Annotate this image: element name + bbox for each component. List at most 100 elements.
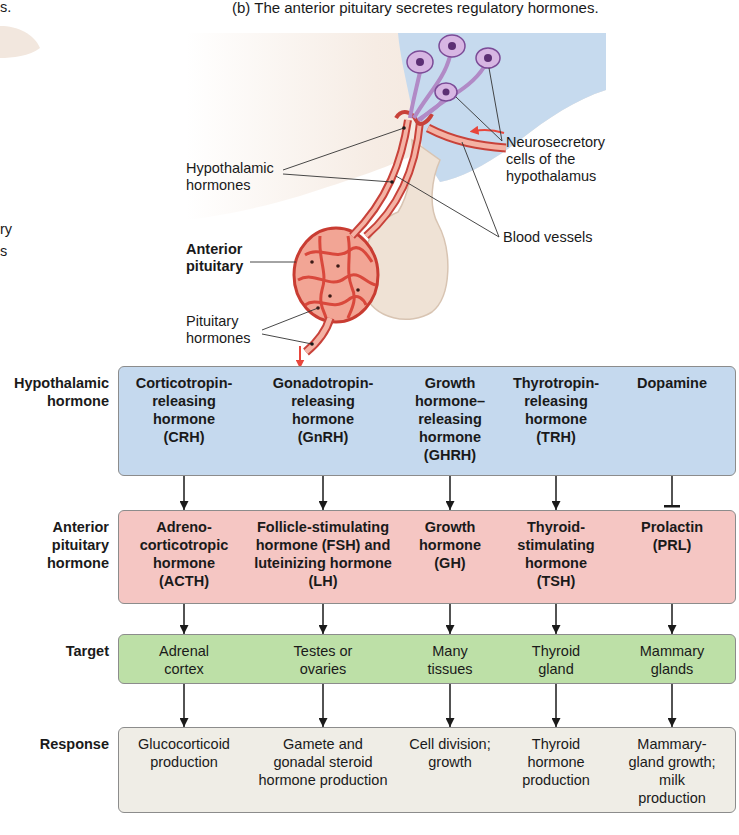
hormone-dot [356, 288, 360, 292]
cell-text: Mammary glands [631, 642, 713, 678]
cell-text: Growth hormone– releasing hormone (GHRH) [411, 374, 489, 464]
neuron-body [435, 83, 457, 101]
leader-line [396, 176, 499, 237]
cell-text: Thyrotropin- releasing hormone (TRH) [509, 374, 603, 446]
cell-text: Prolactin (PRL) [630, 518, 714, 554]
hormone-cell: Corticotropin- releasing hormone (CRH) [134, 366, 235, 476]
leader-line [262, 334, 312, 344]
callout-label: Anterior pituitary [186, 241, 258, 275]
row-heading-text: Target [4, 642, 109, 660]
hormone-dot [310, 342, 314, 346]
row-band: Hypothalamic hormoneCorticotropin- relea… [118, 366, 736, 476]
callout-label: Blood vessels [503, 229, 592, 246]
blood-flow-arrow [299, 346, 301, 364]
leader-line [250, 262, 296, 263]
capillary [298, 275, 376, 285]
cell-text: Gonadotropin- releasing hormone (GnRH) [267, 374, 380, 446]
anterior-pituitary-gland [294, 228, 378, 322]
neuron-nucleus [484, 54, 492, 62]
callout-label: Pituitary hormones [186, 313, 264, 347]
capillary [320, 236, 326, 318]
capillary [305, 248, 372, 262]
neuron-body [476, 48, 500, 68]
leader-line [283, 128, 404, 170]
arrow-connector [183, 684, 185, 727]
hormone-cell: Thyroid gland [520, 634, 592, 684]
row-heading: Anterior pituitary hormone [4, 518, 109, 572]
hormone-cell: Dopamine [617, 366, 727, 476]
cell-text: Adreno- corticotropic hormone (ACTH) [135, 518, 233, 590]
callout-label: Hypothalamic hormones [186, 160, 281, 194]
axon [418, 101, 442, 120]
figure-title: (b) The anterior pituitary secretes regu… [232, 0, 599, 16]
arrow-connector [555, 604, 557, 634]
arrow-connector [671, 604, 673, 634]
neuron-body [439, 35, 465, 57]
arrow-connector [183, 476, 185, 510]
cell-text: Adrenal cortex [144, 642, 224, 678]
leader-line [462, 142, 499, 237]
row-band: Anterior pituitary hormoneAdreno- cortic… [118, 510, 736, 604]
neuron-nucleus [443, 89, 450, 96]
brain-tissue [186, 33, 606, 220]
cell-text: Growth hormone (GH) [411, 518, 489, 572]
cell-text: Follicle-stimulating hormone (FSH) and l… [253, 518, 394, 590]
hormone-cell: Glucocorticoid production [129, 727, 239, 813]
arrow-connector [322, 684, 324, 727]
leader-line [456, 97, 502, 141]
hormone-cell: Mammary glands [631, 634, 713, 684]
hormone-cell: Prolactin (PRL) [630, 510, 714, 604]
arrow-connector [449, 604, 451, 634]
panel-a-fragment [0, 26, 40, 58]
neuron-nucleus [416, 58, 424, 66]
hormone-dot [336, 264, 340, 268]
neurosecretory-cells [407, 35, 500, 101]
hormone-dot [402, 126, 406, 130]
arrow-connector [322, 476, 324, 510]
arrow-connector [555, 684, 557, 727]
capillary [348, 236, 354, 318]
leader-line [262, 308, 318, 330]
callout-label: ry [0, 221, 12, 238]
portal-vessels [306, 112, 506, 352]
row-heading-text: Response [4, 735, 109, 753]
hormone-particles [310, 260, 360, 310]
hormone-cell: Cell division; growth [405, 727, 495, 813]
hormone-particles [310, 126, 406, 346]
hormone-cell: Mammary- gland growth; milk production [626, 727, 718, 813]
hormone-cell: Growth hormone– releasing hormone (GHRH) [411, 366, 489, 476]
blood-flow-arrow [474, 130, 504, 133]
hormone-cell: Thyroid hormone production [511, 727, 601, 813]
arrow-connector [449, 684, 451, 727]
arrow-connector [449, 476, 451, 510]
hormone-dot [310, 260, 314, 264]
cell-text: Corticotropin- releasing hormone (CRH) [134, 374, 235, 446]
neuron-nucleus [448, 42, 456, 50]
artery [428, 128, 506, 148]
hormone-cell: Adrenal cortex [144, 634, 224, 684]
axons [410, 56, 484, 120]
arrow-connector [322, 604, 324, 634]
cell-text: Dopamine [617, 374, 727, 392]
hormone-cell: Growth hormone (GH) [411, 510, 489, 604]
row-heading-text: Anterior pituitary hormone [4, 518, 109, 572]
row-band: TargetAdrenal cortexTestes or ovariesMan… [118, 634, 736, 684]
callout-label: s. [0, 0, 11, 16]
leader-lines [250, 68, 502, 344]
arrow-connector [671, 684, 673, 727]
arrow-connector [183, 604, 185, 634]
hormone-cell: Many tissues [415, 634, 485, 684]
cell-text: Thyroid hormone production [511, 735, 601, 789]
callout-label: s [0, 243, 7, 260]
vein [306, 318, 330, 352]
cell-text: Gamete and gonadal steroid hormone produ… [257, 735, 389, 789]
cell-text: Mammary- gland growth; milk production [626, 735, 718, 807]
callout-label: Neurosecretory cells of the hypothalamus [506, 134, 618, 185]
hormone-dot [390, 180, 394, 184]
artery-lumen [428, 128, 506, 148]
arrow-connector [555, 476, 557, 510]
hormone-cell: Adreno- corticotropic hormone (ACTH) [135, 510, 233, 604]
hormone-cell: Gamete and gonadal steroid hormone produ… [257, 727, 389, 813]
